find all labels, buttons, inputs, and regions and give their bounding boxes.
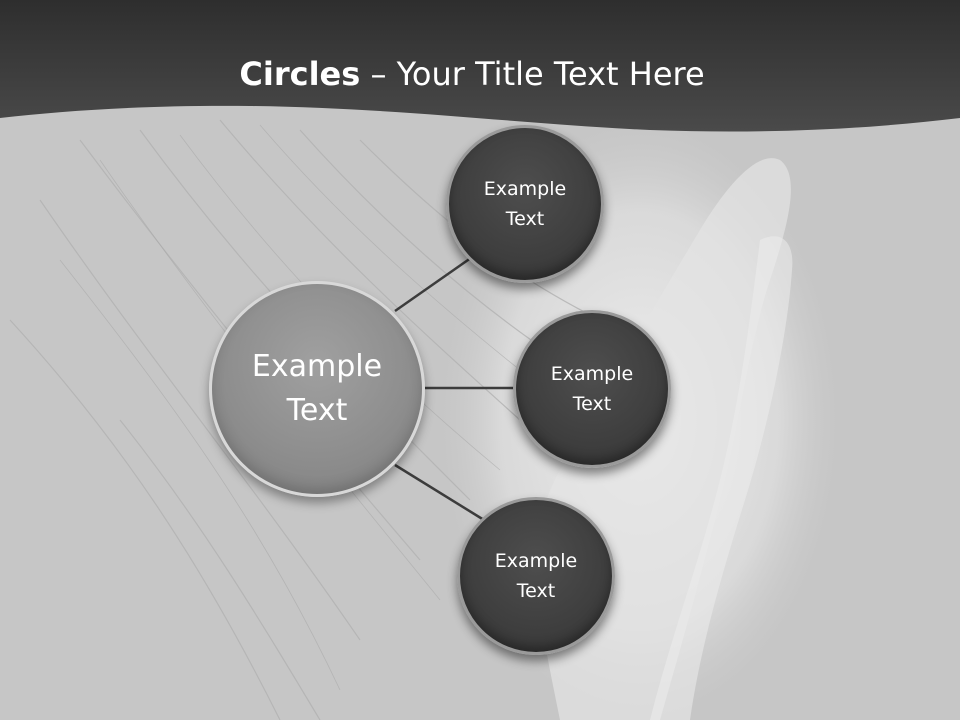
node-circle-2: Example Text	[513, 310, 671, 468]
page-title: Circles – Your Title Text Here	[0, 52, 944, 96]
node-circle-3: Example Text	[457, 497, 615, 655]
center-circle-label: Example Text	[251, 349, 383, 428]
center-circle: Example Text	[209, 281, 425, 497]
node-circle-1: Example Text	[446, 125, 604, 283]
title-bold: Circles	[239, 55, 361, 93]
connector-3	[394, 463, 485, 522]
node-circle-label: Example Text	[494, 550, 578, 602]
node-circle-label: Example Text	[550, 363, 634, 415]
connector-1	[394, 251, 479, 313]
title-rest: – Your Title Text Here	[360, 55, 705, 93]
header-band	[0, 0, 960, 132]
node-circle-label: Example Text	[483, 178, 567, 230]
